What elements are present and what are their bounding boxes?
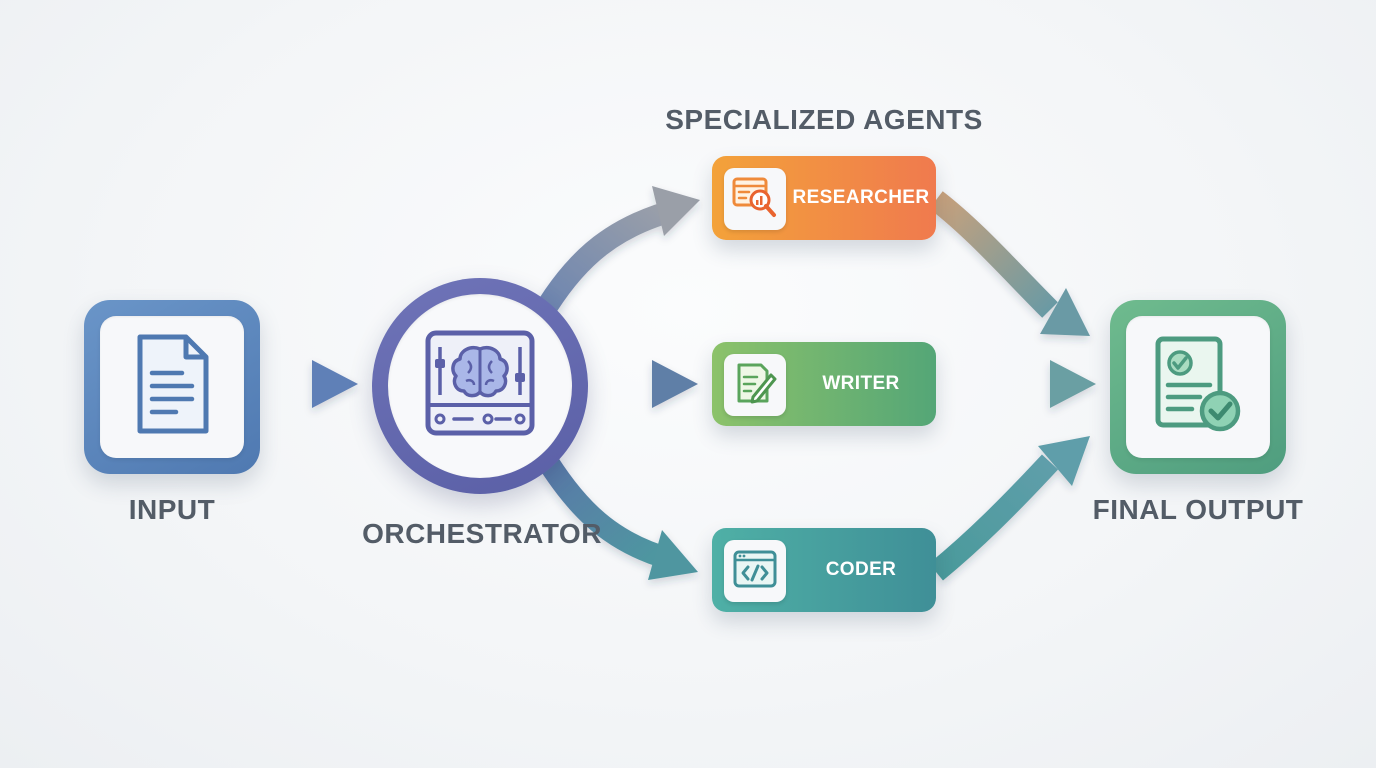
edge-coder-final xyxy=(929,436,1090,581)
input-label: INPUT xyxy=(128,494,216,525)
agent-icon-frame xyxy=(724,168,786,230)
edge-orchestrator-writer xyxy=(588,360,698,408)
edge-input-orchestrator xyxy=(258,360,358,408)
document-icon xyxy=(132,333,212,442)
document-pen-icon xyxy=(733,361,777,410)
final-output-label: FINAL OUTPUT xyxy=(1092,494,1304,525)
input-node[interactable] xyxy=(84,300,260,474)
coder-label: CODER xyxy=(825,559,897,580)
agent-icon-frame xyxy=(724,354,786,416)
writer-agent[interactable]: WRITER xyxy=(712,342,936,426)
research-magnifier-icon xyxy=(732,175,778,224)
agents-section-title: SPECIALIZED AGENTS xyxy=(665,104,983,135)
edge-writer-final xyxy=(936,360,1096,408)
edge-orchestrator-coder xyxy=(538,456,698,580)
input-node-inner xyxy=(100,316,244,458)
brain-control-panel-icon xyxy=(424,329,536,444)
code-window-icon xyxy=(732,549,778,594)
edge-orchestrator-researcher xyxy=(538,186,700,311)
final-output-node[interactable] xyxy=(1110,300,1286,474)
writer-label: WRITER xyxy=(822,373,900,394)
agent-icon-frame xyxy=(724,540,786,602)
checked-document-icon xyxy=(1150,333,1246,442)
researcher-agent[interactable]: RESEARCHER xyxy=(712,156,936,240)
researcher-label: RESEARCHER xyxy=(792,187,930,208)
orchestrator-label: ORCHESTRATOR xyxy=(362,518,602,549)
edge-researcher-final xyxy=(929,191,1090,336)
final-output-node-inner xyxy=(1126,316,1270,458)
coder-agent[interactable]: CODER xyxy=(712,528,936,612)
orchestrator-node[interactable] xyxy=(372,278,588,494)
orchestrator-node-inner xyxy=(388,294,572,478)
